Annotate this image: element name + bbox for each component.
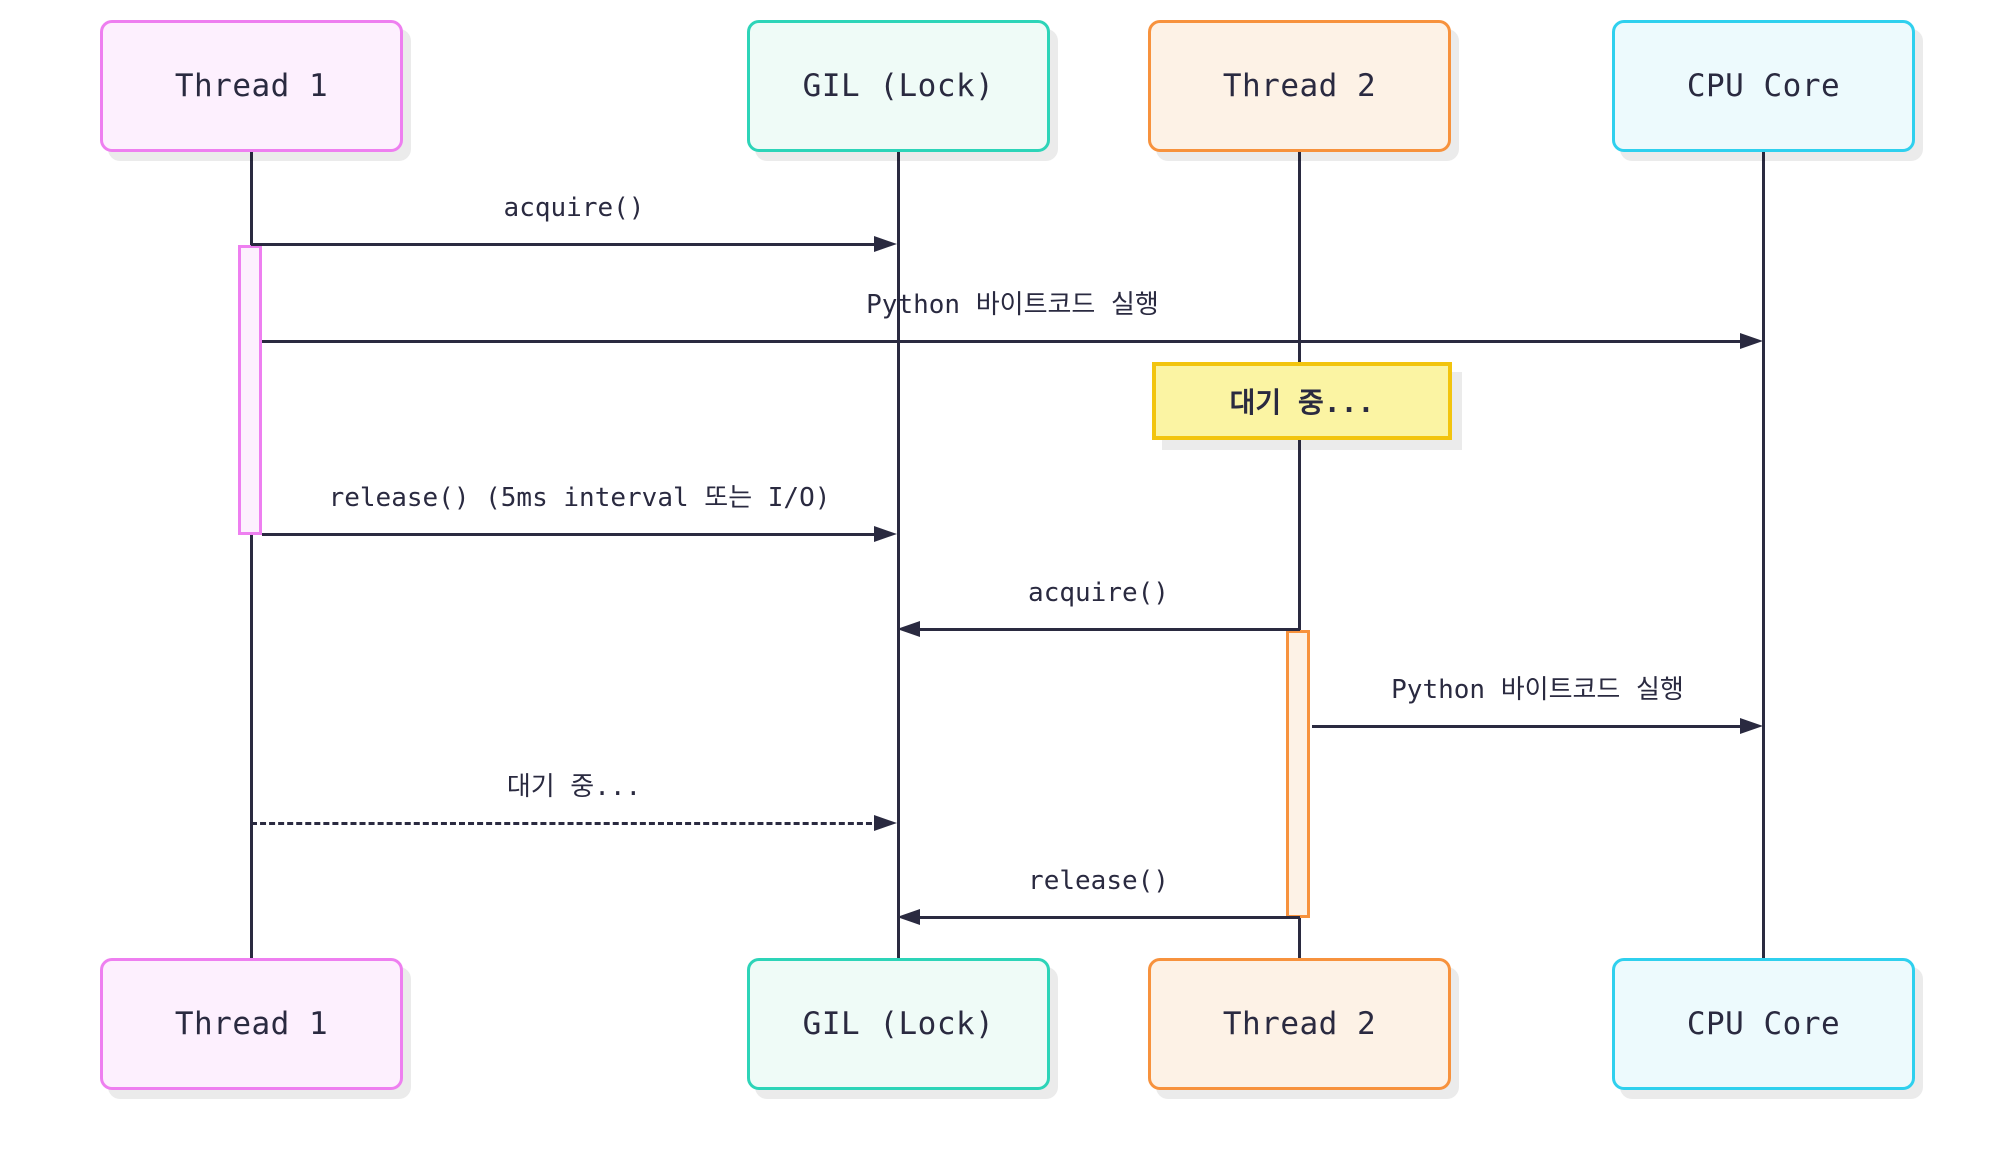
note-label: 대기 중... (1229, 386, 1375, 419)
lifeline-thread2 (1298, 152, 1301, 958)
actor-bottom-gil: GIL (Lock) (747, 958, 1050, 1090)
actor-label: Thread 2 (1222, 1006, 1377, 1042)
actor-top-cpu-core: CPU Core (1612, 20, 1915, 152)
message-arrow (897, 908, 1300, 928)
actor-label: Thread 2 (1222, 68, 1377, 104)
message-release-thread1: release() (5ms interval 또는 I/O) (262, 481, 897, 545)
message-arrow (251, 235, 897, 255)
message-label: acquire() (503, 193, 645, 223)
message-arrow (1312, 717, 1763, 737)
arrowhead-right-icon (874, 815, 897, 831)
actor-label: CPU Core (1686, 1006, 1841, 1042)
actor-label: GIL (Lock) (802, 1006, 995, 1042)
lifeline-thread1 (250, 152, 253, 958)
message-bytecode-thread1: Python 바이트코드 실행 (262, 288, 1763, 352)
activation-bar-thread1 (238, 245, 262, 535)
message-arrow (262, 332, 1763, 352)
message-label: 대기 중... (506, 772, 642, 802)
arrowhead-left-icon (897, 909, 920, 925)
message-label: Python 바이트코드 실행 (1391, 675, 1684, 705)
message-label: release() (5ms interval 또는 I/O) (328, 483, 831, 513)
actor-label: Thread 1 (174, 1006, 329, 1042)
arrowhead-right-icon (874, 526, 897, 542)
activation-bar-thread2 (1286, 630, 1310, 918)
arrowhead-right-icon (874, 236, 897, 252)
message-arrow (262, 525, 897, 545)
message-waiting-thread1: 대기 중... (251, 770, 897, 834)
lifeline-cpu-core (1762, 152, 1765, 958)
actor-top-thread1: Thread 1 (100, 20, 403, 152)
message-label: acquire() (1028, 578, 1169, 608)
note-waiting-thread2: 대기 중... (1152, 362, 1452, 440)
message-arrow (251, 814, 897, 834)
actor-top-thread2: Thread 2 (1148, 20, 1451, 152)
actor-bottom-thread2: Thread 2 (1148, 958, 1451, 1090)
arrowhead-left-icon (897, 621, 920, 637)
actor-bottom-cpu-core: CPU Core (1612, 958, 1915, 1090)
message-label: Python 바이트코드 실행 (866, 290, 1159, 320)
message-acquire-thread2: acquire() (897, 576, 1300, 640)
actor-label: CPU Core (1686, 68, 1841, 104)
arrowhead-right-icon (1740, 718, 1763, 734)
lifeline-gil (897, 152, 900, 958)
message-release-thread2: release() (897, 864, 1300, 928)
arrowhead-right-icon (1740, 333, 1763, 349)
actor-label: Thread 1 (174, 68, 329, 104)
actor-bottom-thread1: Thread 1 (100, 958, 403, 1090)
actor-label: GIL (Lock) (802, 68, 995, 104)
actor-top-gil: GIL (Lock) (747, 20, 1050, 152)
message-arrow (897, 620, 1300, 640)
message-label: release() (1028, 866, 1169, 896)
message-bytecode-thread2: Python 바이트코드 실행 (1312, 673, 1763, 737)
message-acquire-thread1: acquire() (251, 191, 897, 255)
